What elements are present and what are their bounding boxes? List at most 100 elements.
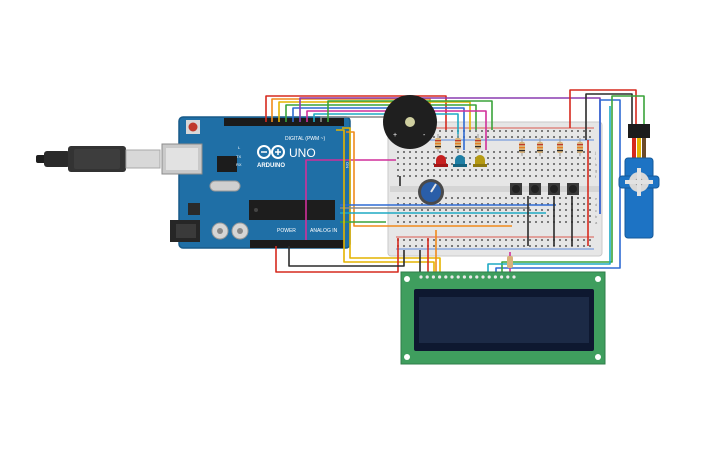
breadboard-hole [475,197,477,199]
led-yellow[interactable] [473,155,487,167]
breadboard-row-letter: b [595,214,598,219]
breadboard-hole [445,203,447,205]
breadboard-hole [463,203,465,205]
breadboard-hole [397,157,399,159]
lcd-pin [469,275,473,279]
lcd-pin [493,275,497,279]
breadboard-hole [529,245,531,247]
breadboard-hole [511,130,513,132]
push-button[interactable] [567,183,579,195]
lcd-pin [487,275,491,279]
breadboard-hole [529,215,531,217]
breadboard-hole [439,221,441,223]
breadboard-hole [565,157,567,159]
breadboard-hole [577,221,579,223]
push-buttons [510,183,579,195]
breadboard-hole [445,197,447,199]
breadboard-hole [541,130,543,132]
lcd-display-16x2[interactable] [400,271,606,365]
resistor-band [435,146,441,148]
breadboard-hole [457,169,459,171]
breadboard-hole [499,239,501,241]
breadboard-hole [541,163,543,165]
breadboard-hole [547,151,549,153]
push-button[interactable] [510,183,522,195]
breadboard-hole [445,245,447,247]
breadboard-hole [523,130,525,132]
arduino-brand-text: ARDUINO [257,163,285,169]
breadboard-hole [583,203,585,205]
breadboard-hole [499,151,501,153]
potentiometer[interactable] [418,179,444,205]
breadboard-hole [565,245,567,247]
breadboard-hole [523,136,525,138]
breadboard-hole [529,136,531,138]
breadboard-hole [559,197,561,199]
breadboard-hole [523,169,525,171]
breadboard-hole [523,245,525,247]
breadboard-hole [517,130,519,132]
breadboard-hole [517,245,519,247]
breadboard-hole [451,239,453,241]
push-button[interactable] [529,183,541,195]
breadboard-hole [547,130,549,132]
breadboard-hole [469,175,471,177]
breadboard-hole [493,136,495,138]
resistor-band [577,147,583,149]
breadboard-hole [415,157,417,159]
breadboard-hole [487,136,489,138]
breadboard-hole [403,203,405,205]
breadboard-hole [451,151,453,153]
lcd-pin [506,275,510,279]
breadboard-hole [553,175,555,177]
breadboard-hole [559,175,561,177]
breadboard-hole [481,151,483,153]
breadboard-hole [523,209,525,211]
breadboard-hole [583,169,585,171]
wire-yellow-side [342,127,441,272]
breadboard-hole [403,197,405,199]
push-button[interactable] [548,183,560,195]
breadboard-hole [451,175,453,177]
lcd-pin [419,275,423,279]
breadboard-hole [439,169,441,171]
breadboard-hole [451,169,453,171]
breadboard-hole [577,163,579,165]
resistor-band [519,150,525,152]
led-blue[interactable] [453,155,467,167]
led-red[interactable] [434,155,448,167]
breadboard-hole [589,245,591,247]
resistor-band [475,140,481,142]
usb-cable [36,146,161,172]
breadboard-hole [583,163,585,165]
breadboard-hole [469,215,471,217]
breadboard-hole [577,209,579,211]
resistor[interactable] [507,256,513,268]
breadboard-hole [493,130,495,132]
breadboard-hole [589,215,591,217]
breadboard-row-letter: c [595,208,597,213]
breadboard-hole [505,245,507,247]
digital-header-label: DIGITAL (PWM ~) [285,136,325,142]
breadboard-hole [475,215,477,217]
breadboard-hole [499,130,501,132]
piezo-buzzer[interactable]: + - [383,95,437,149]
breadboard-hole [553,169,555,171]
breadboard-hole [439,136,441,138]
arduino-uno-board[interactable]: ARDUINO UNO DIGITAL (PWM ~) POWER ANALOG… [161,116,351,249]
breadboard-hole [403,175,405,177]
breadboard-hole [577,157,579,159]
breadboard-hole [505,215,507,217]
breadboard-hole [475,245,477,247]
lcd-pin [444,275,448,279]
breadboard-hole [523,175,525,177]
breadboard-hole [511,215,513,217]
breadboard-hole [505,136,507,138]
resistor-band [435,143,441,145]
resistor-band [577,150,583,152]
servo-motor[interactable] [618,124,660,239]
breadboard-hole [589,203,591,205]
breadboard-hole [469,239,471,241]
breadboard-hole [505,175,507,177]
